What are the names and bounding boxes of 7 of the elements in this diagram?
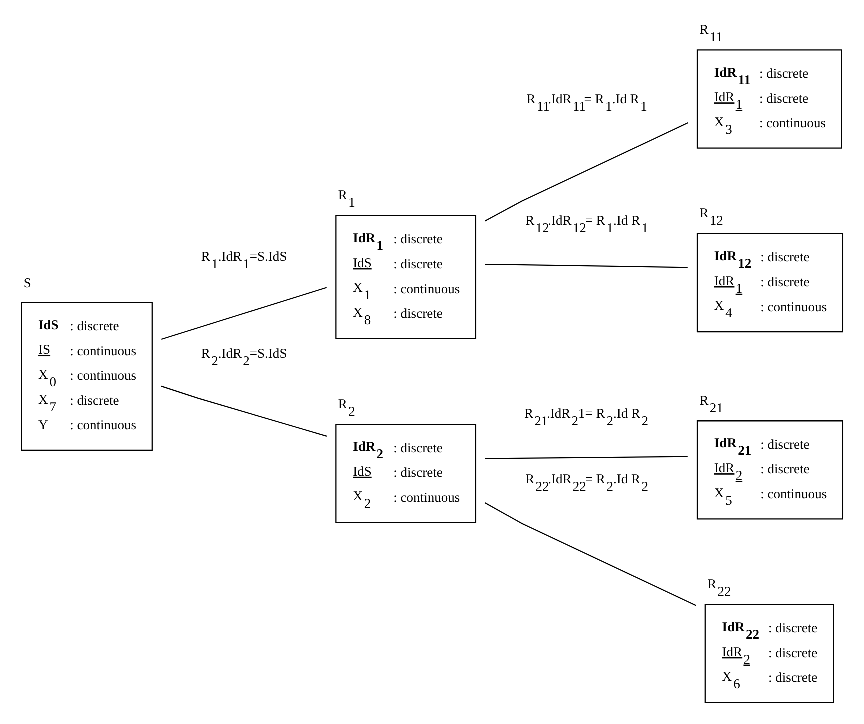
connector [161,385,328,436]
connector [485,263,688,268]
node-label: S [24,275,32,290]
connector [485,456,688,459]
connector [484,122,688,222]
connector [484,502,697,606]
connector [161,286,328,340]
